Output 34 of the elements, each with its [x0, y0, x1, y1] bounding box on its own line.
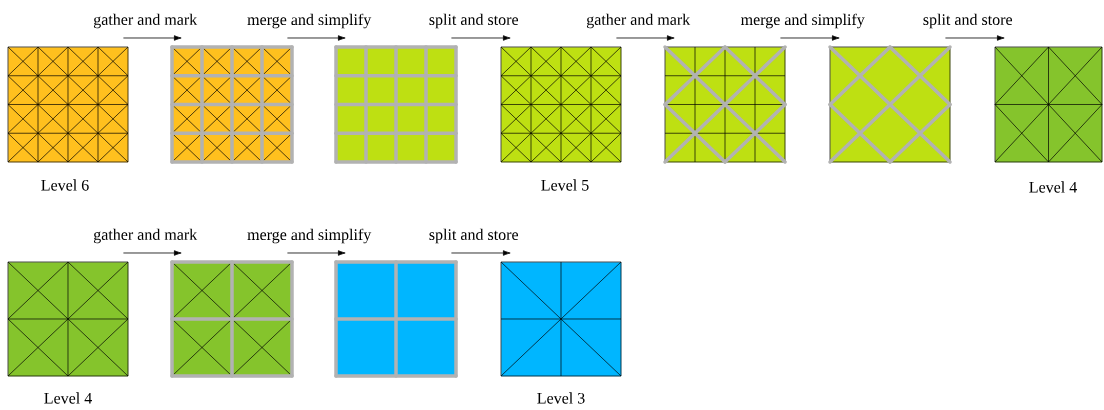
level-label: Level 4 [44, 392, 92, 404]
mesh-square [7, 46, 129, 163]
mesh-square [500, 261, 622, 377]
arrow [287, 250, 346, 256]
arrow [123, 35, 182, 41]
level-label: Level 4 [1029, 181, 1077, 193]
edge-label: gather and mark [93, 13, 198, 29]
edge-label: gather and mark [93, 228, 198, 244]
mesh-square [334, 260, 458, 378]
arrow [616, 35, 675, 41]
arrow [780, 35, 840, 41]
mesh-square [334, 45, 458, 164]
edge-label: merge and simplify [740, 13, 865, 29]
arrow [451, 250, 511, 256]
arrow [451, 35, 511, 41]
mesh-square [170, 45, 294, 164]
mesh-square [828, 45, 952, 164]
level-label: Level 3 [537, 392, 585, 404]
edge-label: gather and mark [586, 13, 691, 29]
level-label: Level 5 [541, 179, 589, 191]
edge-label: split and store [429, 13, 519, 29]
arrow [287, 35, 346, 41]
level-label: Level 6 [41, 179, 89, 191]
mesh-square [170, 260, 294, 378]
mesh-square [994, 46, 1103, 163]
mesh-square [7, 261, 129, 377]
edge-label: merge and simplify [247, 228, 372, 244]
edge-label: split and store [429, 228, 519, 244]
edge-label: merge and simplify [247, 13, 372, 29]
arrow [123, 250, 182, 256]
mesh-square [663, 45, 787, 164]
arrow [945, 35, 1005, 41]
edge-label: split and store [923, 13, 1013, 29]
mesh-square [500, 46, 622, 163]
